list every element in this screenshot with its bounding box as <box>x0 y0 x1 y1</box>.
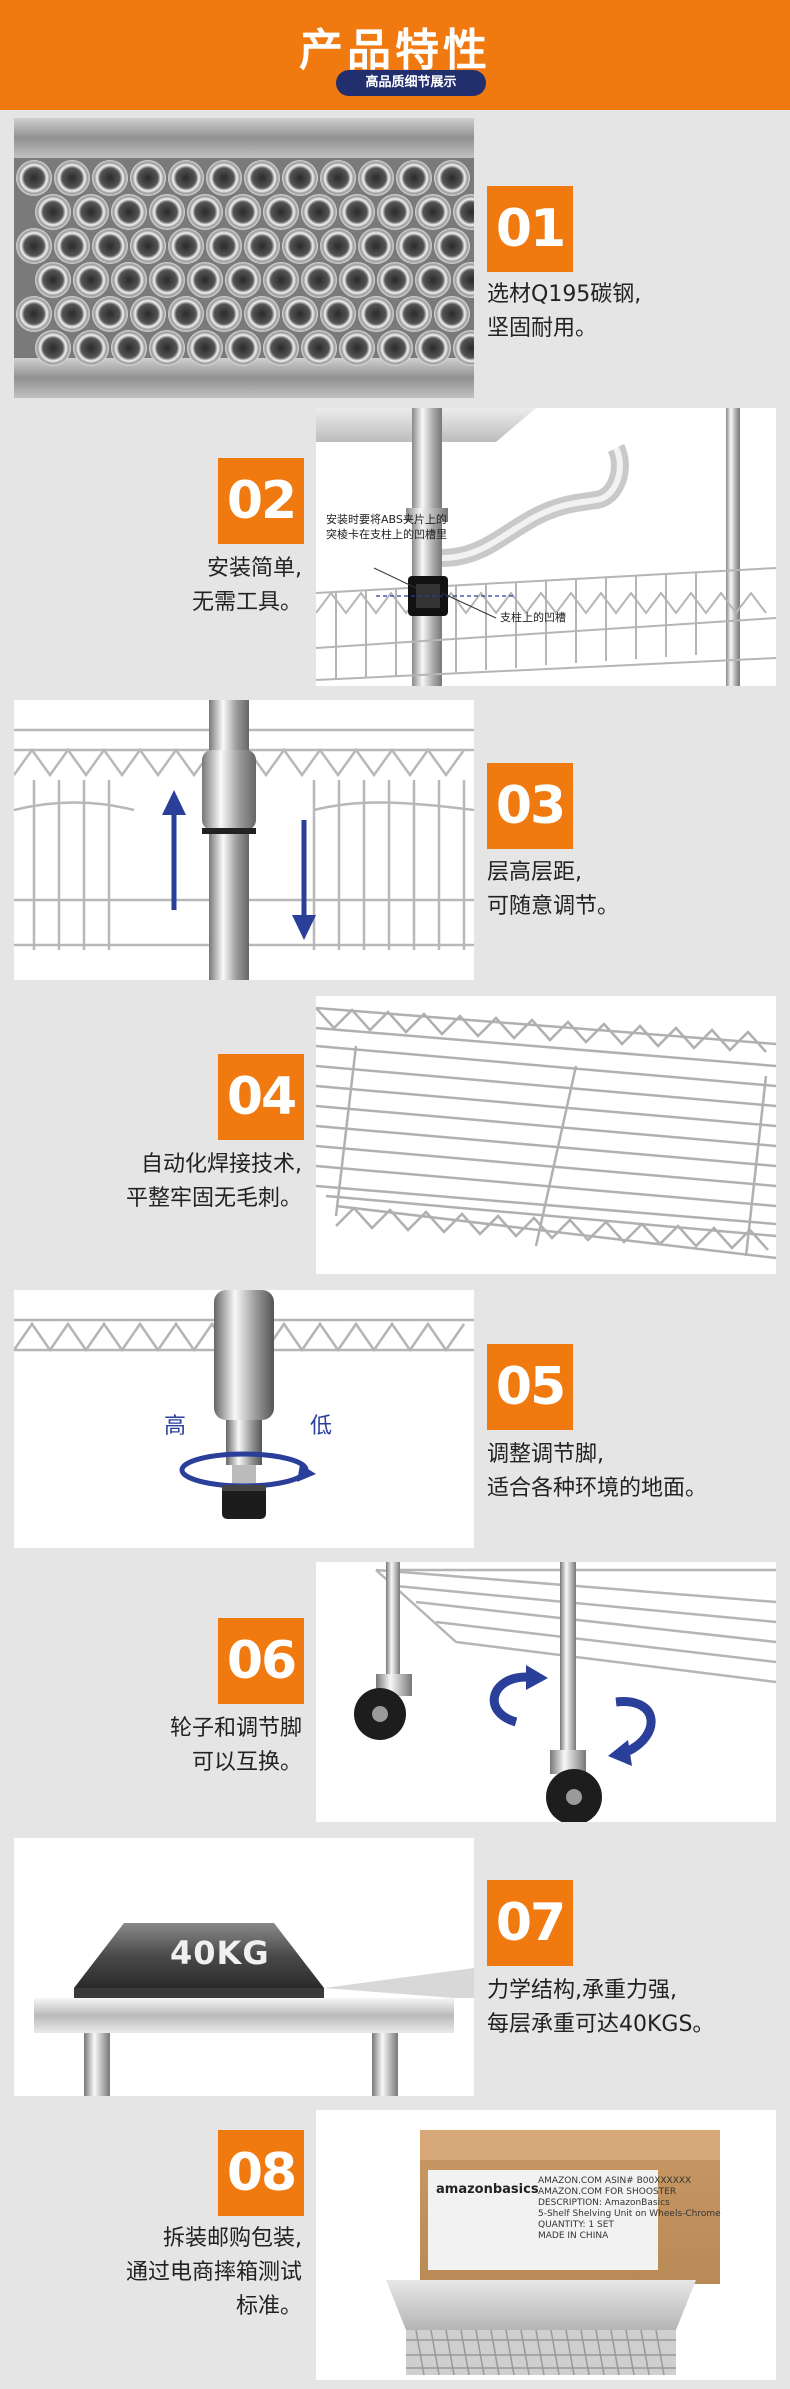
feature-05-description: 调整调节脚, 适合各种环境的地面。 <box>487 1442 708 1501</box>
feature-05-label-high: 高 <box>164 1414 187 1439</box>
page-header: 产品特性 高品质细节展示 <box>0 0 790 110</box>
feature-02-callout-groove: 支柱上的凹槽 <box>500 611 566 624</box>
feature-07-weight-label: 40KG <box>170 1934 270 1972</box>
feature-01-image-steel-tubes <box>14 118 474 398</box>
feature-07-description: 力学结构,承重力强, 每层承重可达40KGS。 <box>487 1978 715 2037</box>
feature-04-description: 自动化焊接技术, 平整牢固无毛刺。 <box>125 1152 302 1211</box>
feature-02-image-clip-install: 安装时要将ABS夹片上的 突棱卡在支柱上的凹槽里 支柱上的凹槽 <box>316 408 776 686</box>
feature-05-image-leveling-foot: 高 低 <box>14 1290 474 1548</box>
feature-07-image-weight-on-shelf: 40KG <box>14 1838 474 2096</box>
feature-07-number-badge: 07 <box>487 1880 573 1966</box>
page-title: 产品特性 <box>299 25 491 76</box>
feature-02-callout-clip: 安装时要将ABS夹片上的 突棱卡在支柱上的凹槽里 <box>326 513 447 541</box>
feature-08-box-label-text: AMAZON.COM ASIN# B00XXXXXX AMAZON.COM FO… <box>538 2176 721 2241</box>
feature-04-image-welded-grid <box>316 996 776 1274</box>
feature-05-label-low: 低 <box>310 1414 333 1439</box>
feature-06-description: 轮子和调节脚 可以互换。 <box>169 1716 302 1775</box>
feature-01-number-badge: 01 <box>487 186 573 272</box>
feature-01-description: 选材Q195碳钢, 坚固耐用。 <box>487 282 642 341</box>
feature-02-description: 安装简单, 无需工具。 <box>191 556 302 615</box>
feature-03-number-badge: 03 <box>487 763 573 849</box>
feature-04-number-badge: 04 <box>218 1054 304 1140</box>
feature-03-image-adjustable-shelf <box>14 700 474 980</box>
feature-02-number-badge: 02 <box>218 458 304 544</box>
feature-03-description: 层高层距, 可随意调节。 <box>487 860 620 919</box>
feature-08-image-shipping-box: amazonbasics AMAZON.COM ASIN# B00XXXXXX … <box>316 2110 776 2380</box>
feature-05-number-badge: 05 <box>487 1344 573 1430</box>
feature-08-box-brand: amazonbasics <box>436 2182 539 2197</box>
page-subtitle-pill: 高品质细节展示 <box>336 70 486 96</box>
feature-06-number-badge: 06 <box>218 1618 304 1704</box>
feature-06-image-caster-wheels <box>316 1562 776 1822</box>
feature-08-description: 拆装邮购包装, 通过电商摔箱测试 标准。 <box>125 2226 302 2319</box>
feature-08-number-badge: 08 <box>218 2130 304 2216</box>
